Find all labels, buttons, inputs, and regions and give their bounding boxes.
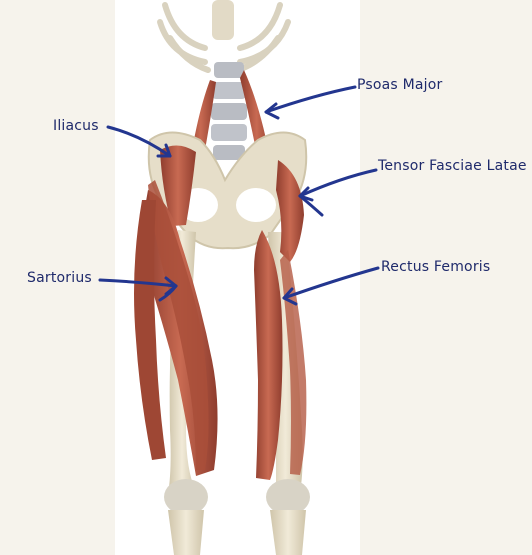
label-psoas-major: Psoas Major <box>357 77 442 93</box>
label-tensor-fasciae-latae: Tensor Fasciae Latae <box>378 158 527 174</box>
label-sartorius: Sartorius <box>27 270 92 286</box>
obturator-right <box>236 188 276 222</box>
label-iliacus: Iliacus <box>53 118 99 134</box>
label-rectus-femoris: Rectus Femoris <box>381 259 490 275</box>
sternum <box>212 0 234 40</box>
